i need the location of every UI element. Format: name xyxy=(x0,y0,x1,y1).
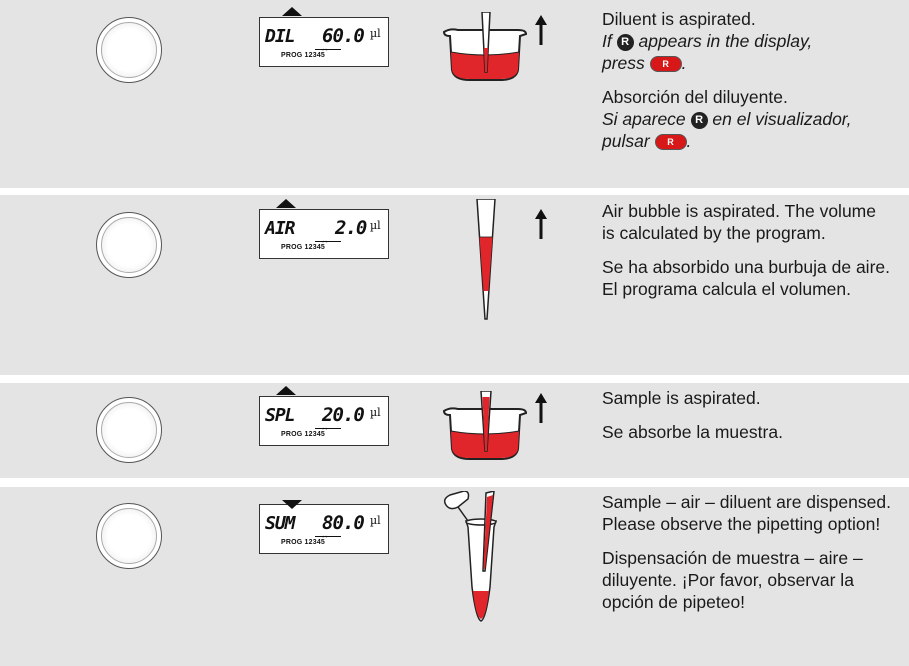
r-button-icon: R xyxy=(654,134,687,151)
step-row-sample: SPL 20.0 µl PROG 12345 Sample is aspirat… xyxy=(0,383,909,478)
r-symbol-icon: R xyxy=(690,111,708,129)
r-button-icon: R xyxy=(649,56,682,73)
lcd-volume: 2.0 xyxy=(335,217,367,239)
lcd-volume: 20.0 xyxy=(322,404,365,426)
lcd-volume: 60.0 xyxy=(322,25,365,47)
operating-knob-icon xyxy=(96,17,162,83)
english-text: Diluent is aspirated. xyxy=(602,9,756,29)
english-text: Sample is aspirated. xyxy=(602,388,761,408)
lcd-mode: AIR xyxy=(265,218,295,239)
pipette-tip-icon xyxy=(476,199,496,320)
lcd-mode: SUM xyxy=(265,513,295,534)
step-description: Air bubble is aspirated. The volume is c… xyxy=(602,200,890,300)
lcd-down-arrow-icon xyxy=(282,500,302,509)
operating-knob-icon xyxy=(96,212,162,278)
lcd-volume: 80.0 xyxy=(322,512,365,534)
lcd-unit: µl xyxy=(370,219,381,232)
spanish-text: Dispensación de muestra – aire – diluyen… xyxy=(602,548,863,612)
lcd-prog-label: PROG 12345 xyxy=(281,431,326,438)
lcd-unit: µl xyxy=(370,406,381,419)
english-text: Sample – air – diluent are dispensed. Pl… xyxy=(602,492,891,534)
beaker-icon xyxy=(442,12,528,81)
lcd-mode: SPL xyxy=(265,405,295,426)
lcd-unit: µl xyxy=(370,27,381,40)
lcd-display: DIL 60.0 µl PROG 12345 xyxy=(259,7,389,67)
operating-knob-icon xyxy=(96,503,162,569)
lcd-display: SUM 80.0 µl PROG 12345 xyxy=(259,500,389,554)
lcd-prog-label: PROG 12345 xyxy=(281,539,326,546)
lcd-display: AIR 2.0 µl PROG 12345 xyxy=(259,199,389,259)
up-arrow-icon xyxy=(535,209,547,239)
lcd-mode: DIL xyxy=(265,26,295,47)
lcd-up-arrow-icon xyxy=(282,7,302,16)
step-row-diluent: DIL 60.0 µl PROG 12345 Diluent is aspira… xyxy=(0,0,909,188)
beaker-icon xyxy=(442,391,528,460)
spanish-note: Si aparece R en el visualizador, pulsar … xyxy=(602,109,852,151)
up-arrow-icon xyxy=(535,15,547,45)
lcd-prog-label: PROG 12345 xyxy=(281,244,326,251)
lcd-up-arrow-icon xyxy=(276,386,296,395)
step-description: Sample is aspirated. Se absorbe la muest… xyxy=(602,387,902,443)
lcd-range-bar xyxy=(315,43,341,53)
lcd-range-bar xyxy=(315,530,341,540)
up-arrow-icon xyxy=(535,393,547,423)
operating-knob-icon xyxy=(96,397,162,463)
r-symbol-icon: R xyxy=(616,33,634,51)
lcd-range-bar xyxy=(315,422,341,432)
english-text: Air bubble is aspirated. The volume is c… xyxy=(602,201,876,243)
lcd-range-bar xyxy=(315,235,341,245)
lcd-up-arrow-icon xyxy=(276,199,296,208)
english-note: If R appears in the display, press R. xyxy=(602,31,813,73)
spanish-text: Se absorbe la muestra. xyxy=(602,422,783,442)
step-row-dispense: SUM 80.0 µl PROG 12345 Sample – air – di… xyxy=(0,487,909,666)
spanish-text: Absorción del diluyente. xyxy=(602,87,788,107)
lcd-prog-label: PROG 12345 xyxy=(281,52,326,59)
step-description: Sample – air – diluent are dispensed. Pl… xyxy=(602,491,894,613)
reaction-tube-icon xyxy=(443,491,498,622)
step-description: Diluent is aspirated. If R appears in th… xyxy=(602,8,902,152)
spanish-text: Se ha absorbido una burbuja de aire. El … xyxy=(602,257,890,299)
step-row-air: AIR 2.0 µl PROG 12345 Air bubble is aspi… xyxy=(0,195,909,375)
lcd-unit: µl xyxy=(370,514,381,527)
lcd-display: SPL 20.0 µl PROG 12345 xyxy=(259,386,389,446)
